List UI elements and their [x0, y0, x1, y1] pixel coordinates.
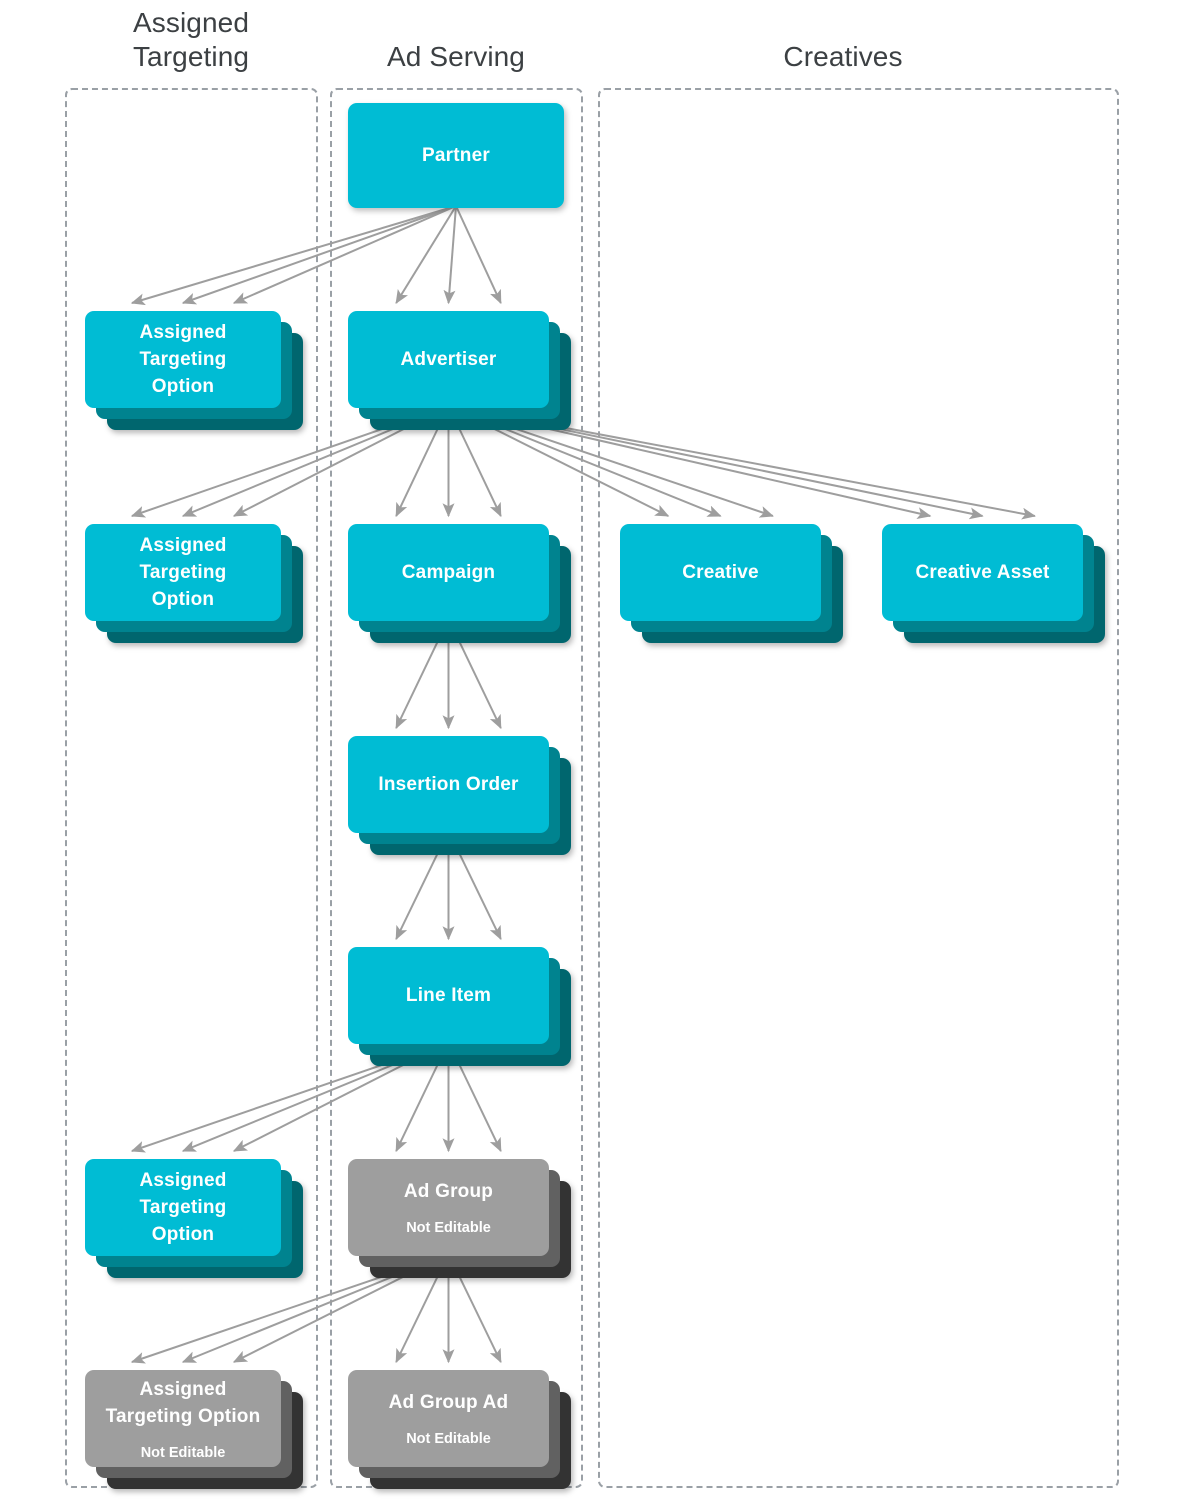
- card-subtitle-not-editable: Not Editable: [140, 1444, 226, 1461]
- card-title: Partner: [422, 145, 490, 166]
- column-title-assigned-targeting: Assigned Targeting: [132, 7, 250, 72]
- card-face-partner[interactable]: Partner: [348, 103, 564, 208]
- column-title-ad-serving: Ad Serving: [387, 41, 525, 72]
- card-title: Line Item: [405, 985, 492, 1006]
- node-creative-asset[interactable]: Creative Asset: [882, 524, 1105, 643]
- card-title: Assigned Targeting Option: [139, 322, 227, 397]
- card-title: Assigned Targeting Option: [139, 1170, 227, 1245]
- card-subtitle-not-editable: Not Editable: [406, 1220, 491, 1236]
- card-face-assigned-targeting-1[interactable]: Assigned Targeting Option: [85, 311, 281, 408]
- card-face-campaign[interactable]: Campaign: [348, 524, 549, 621]
- node-assigned-targeting-1[interactable]: Assigned Targeting Option: [85, 311, 303, 430]
- card-face-assigned-targeting-2[interactable]: Assigned Targeting Option: [85, 524, 281, 621]
- card-face-creative[interactable]: Creative: [620, 524, 821, 621]
- node-assigned-targeting-2[interactable]: Assigned Targeting Option: [85, 524, 303, 643]
- node-campaign[interactable]: Campaign: [348, 524, 571, 643]
- card-title: Campaign: [401, 562, 496, 583]
- card-face-assigned-targeting-3[interactable]: Assigned Targeting Option: [85, 1159, 281, 1256]
- node-assigned-targeting-3[interactable]: Assigned Targeting Option: [85, 1159, 303, 1278]
- card-title: Insertion Order: [378, 774, 519, 795]
- card-title: Creative: [682, 562, 759, 583]
- card-title: Assigned Targeting Option: [139, 535, 227, 610]
- card-title: Ad Group Ad: [388, 1392, 509, 1413]
- card-face-insertion-order[interactable]: Insertion Order: [348, 736, 549, 833]
- card-title: Creative Asset: [915, 562, 1050, 583]
- node-advertiser[interactable]: Advertiser: [348, 311, 571, 430]
- node-creative[interactable]: Creative: [620, 524, 843, 643]
- column-title-creatives: Creatives: [783, 41, 903, 72]
- card-face-ad-group-ad[interactable]: Ad Group Ad Not Editable: [348, 1370, 549, 1467]
- card-face-advertiser[interactable]: Advertiser: [348, 311, 549, 408]
- lane-assigned-targeting: [65, 88, 318, 1488]
- card-face-line-item[interactable]: Line Item: [348, 947, 549, 1044]
- node-ad-group-ad[interactable]: Ad Group Ad Not Editable: [348, 1370, 571, 1489]
- lane-creatives: [598, 88, 1119, 1488]
- card-subtitle-not-editable: Not Editable: [406, 1431, 491, 1447]
- card-face-creative-asset[interactable]: Creative Asset: [882, 524, 1083, 621]
- node-partner[interactable]: Partner: [348, 103, 586, 230]
- card-title: Advertiser: [400, 349, 497, 370]
- card-title: Ad Group: [403, 1181, 494, 1202]
- card-title: Assigned Targeting Option: [105, 1378, 261, 1427]
- node-insertion-order[interactable]: Insertion Order: [348, 736, 571, 855]
- node-line-item[interactable]: Line Item: [348, 947, 571, 1066]
